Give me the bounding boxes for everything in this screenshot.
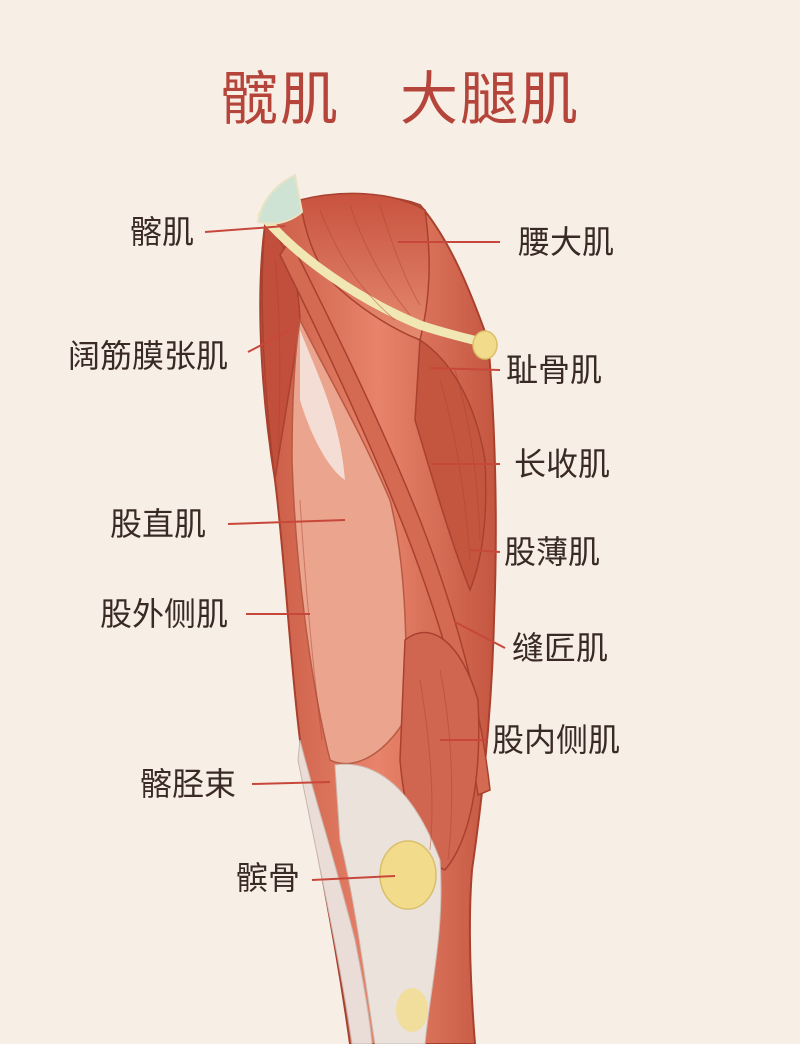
- diagram-title: 髋肌大腿肌: [0, 52, 800, 136]
- tibial-tuberosity: [396, 988, 428, 1032]
- pubic-bone: [472, 330, 498, 360]
- label-rectus-femoris: 股直肌: [110, 505, 207, 543]
- muscle-fibers: [274, 204, 481, 861]
- leader-patella: [311, 875, 396, 881]
- patella-bone: [379, 840, 437, 910]
- label-iliotibial-tract: 髂胫束: [140, 765, 237, 803]
- label-vastus-medialis: 股内侧肌: [492, 721, 621, 759]
- leader-lines: [204, 225, 506, 881]
- label-sartorius: 缝匠肌: [512, 629, 609, 667]
- patellar-tendon: [334, 763, 442, 1044]
- title-hip-muscles: 髋肌: [219, 65, 340, 133]
- label-vastus-lateralis: 股外侧肌: [100, 595, 229, 633]
- label-patella: 髌骨: [236, 859, 301, 897]
- label-adductor-longus: 长收肌: [514, 445, 611, 483]
- iliac-crest: [256, 173, 304, 225]
- inguinal-ligament: [257, 210, 497, 350]
- label-tensor-fasciae-latae: 阔筋膜张肌: [68, 337, 229, 375]
- leader-sartorius: [454, 621, 506, 649]
- leader-iliacus: [204, 225, 286, 233]
- leader-gracilis: [469, 549, 501, 553]
- leader-rectus: [227, 519, 346, 525]
- rectus-femoris-tendon-upper: [300, 330, 345, 480]
- label-gracilis: 股薄肌: [504, 533, 601, 571]
- leader-pectineus: [429, 367, 501, 371]
- label-pectineus: 耻骨肌: [506, 351, 603, 389]
- leader-tfl: [247, 329, 291, 353]
- iliotibial-tract: [297, 739, 373, 1044]
- leader-it-band: [251, 781, 331, 785]
- label-iliacus: 髂肌: [130, 213, 195, 251]
- title-thigh-muscles: 大腿肌: [400, 65, 581, 133]
- label-psoas-major: 腰大肌: [518, 223, 615, 261]
